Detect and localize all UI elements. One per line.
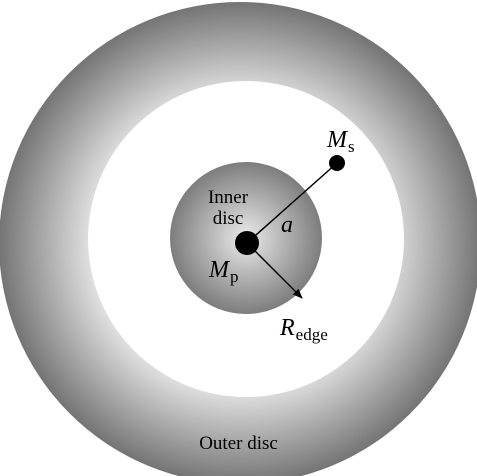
edge-radius-symbol: R (280, 315, 295, 341)
secondary-mass (329, 155, 345, 171)
edge-radius-label: Redge (280, 315, 328, 343)
outer-disc-label: Outer disc (199, 433, 278, 454)
inner-disc-label-line1: Inner (207, 187, 249, 208)
secondary-mass-symbol: M (327, 127, 347, 153)
secondary-mass-label: Ms (327, 127, 355, 155)
edge-radius-arrow (246, 242, 303, 299)
secondary-mass-subscript: s (348, 137, 355, 156)
separation-line (246, 162, 338, 244)
inner-disc-label: Inner disc (205, 187, 251, 229)
separation-label: a (281, 212, 293, 238)
primary-mass-symbol: M (209, 257, 229, 283)
edge-radius-subscript: edge (295, 325, 328, 344)
inner-disc-label-line2: disc (212, 208, 244, 229)
primary-mass-subscript: p (230, 267, 239, 286)
primary-mass-label: Mp (209, 257, 239, 285)
primary-mass (235, 231, 259, 255)
